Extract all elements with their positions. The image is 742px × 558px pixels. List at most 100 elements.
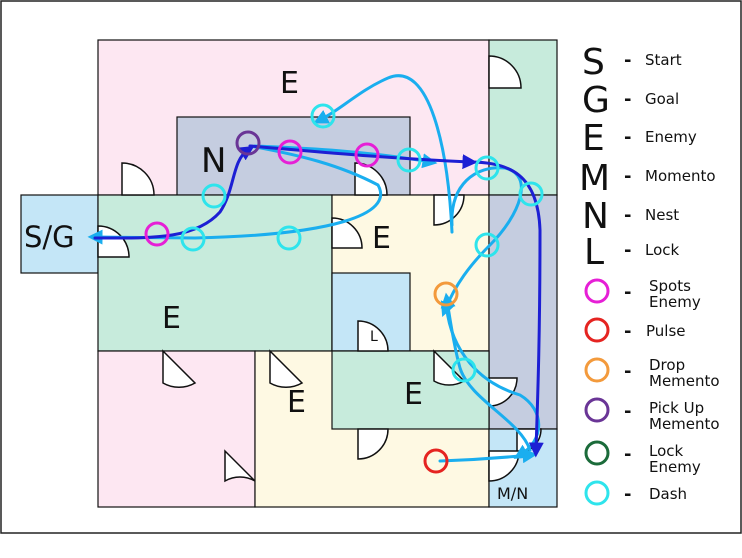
legend-label-start: Start	[645, 51, 682, 69]
marker-cyan-1	[310, 103, 336, 129]
legend-marker-purple	[584, 397, 610, 423]
door-6	[331, 217, 363, 249]
legend-label-enemy-2: Enemy	[649, 293, 701, 311]
legend-marker-magenta	[584, 278, 610, 304]
legend-dash-pulse: -	[624, 321, 631, 342]
marker-cyan-2	[201, 183, 227, 209]
legend-dash: - Dash	[584, 480, 687, 506]
legend-enemy: E - Enemy	[582, 118, 697, 159]
label-nest: N	[201, 141, 226, 181]
legend-label-dash: Dash	[649, 485, 687, 503]
marker-red-pulse	[423, 448, 449, 474]
label-enemy-mid: E	[372, 221, 391, 256]
legend: S - Start G - Goal E - Enemy M - Momento…	[579, 42, 720, 506]
legend-nest: N - Nest	[582, 196, 679, 237]
label-enemy-bottom-yellow: E	[287, 385, 306, 420]
legend-pick-up-memento: - Pick Up Memento	[584, 397, 720, 433]
legend-dash-n: -	[624, 205, 631, 226]
legend-dash-s: -	[624, 50, 631, 71]
rooms	[20, 39, 558, 508]
room-left-green	[97, 194, 333, 352]
marker-cyan-3	[180, 226, 206, 252]
marker-magenta-3	[144, 221, 170, 247]
legend-lock-enemy: - Lock Enemy	[584, 440, 701, 476]
marker-orange-drop	[433, 281, 459, 307]
label-momento-nest: M/N	[497, 484, 528, 503]
map-markers	[144, 103, 544, 474]
marker-purple-pickup	[235, 130, 261, 156]
legend-label-drop: Drop	[649, 356, 685, 374]
legend-dash-dash: -	[624, 484, 631, 505]
legend-label-spots: Spots	[649, 277, 691, 295]
marker-cyan-5	[396, 147, 422, 173]
label-enemy-bottom-green: E	[404, 377, 423, 412]
door-lock	[357, 320, 389, 352]
marker-cyan-8	[474, 232, 500, 258]
marker-cyan-4	[276, 225, 302, 251]
legend-symbol-l: L	[584, 232, 604, 273]
room-start-blue	[20, 194, 99, 274]
legend-label-drop-memento: Memento	[649, 372, 720, 390]
path-dark-main	[93, 146, 255, 240]
legend-dash-g: -	[624, 89, 631, 110]
door-4	[97, 225, 130, 258]
legend-label-momento: Momento	[645, 167, 716, 185]
legend-pulse: - Pulse	[584, 317, 686, 343]
legend-label-enemy: Enemy	[645, 128, 697, 146]
legend-symbol-s: S	[582, 42, 605, 83]
legend-marker-green	[584, 440, 610, 466]
legend-dash-l: -	[624, 240, 631, 261]
marker-magenta-2	[354, 142, 380, 168]
legend-momento: M - Momento	[579, 158, 716, 199]
marker-magenta-1	[277, 139, 303, 165]
label-start-goal: S/G	[24, 220, 75, 254]
path-light-arc-top	[313, 74, 454, 234]
legend-symbol-n: N	[582, 196, 609, 237]
legend-label-nest: Nest	[645, 206, 679, 224]
legend-dash-pickup: -	[624, 401, 631, 422]
legend-dash-drop: -	[624, 361, 631, 382]
marker-cyan-7	[518, 181, 544, 207]
legend-drop-memento: - Drop Memento	[584, 356, 720, 390]
door-7	[162, 349, 197, 389]
label-enemy-top: E	[280, 66, 299, 101]
door-5	[433, 194, 465, 226]
marker-cyan-9	[451, 357, 477, 383]
door-8	[269, 349, 304, 389]
legend-marker-red	[584, 317, 610, 343]
legend-label-pickup: Pick Up	[649, 399, 704, 417]
legend-marker-cyan	[584, 480, 610, 506]
legend-label-pulse: Pulse	[646, 322, 686, 340]
legend-label-lock-enemy: Enemy	[649, 458, 701, 476]
path-dark-east-down	[468, 160, 544, 458]
path-light-back-up	[440, 292, 532, 452]
label-lock: L	[370, 329, 378, 345]
legend-symbol-m: M	[579, 158, 610, 199]
marker-cyan-6	[474, 155, 500, 181]
path-dark-nest-east	[248, 144, 478, 170]
legend-symbol-e: E	[582, 118, 605, 159]
legend-dash-spots: -	[624, 282, 631, 303]
legend-symbol-g: G	[582, 80, 610, 121]
legend-goal: G - Goal	[582, 80, 679, 121]
door-11	[357, 428, 389, 460]
legend-label-lock-2: Lock	[649, 442, 684, 460]
label-enemy-left: E	[162, 301, 181, 336]
door-12	[224, 449, 256, 483]
legend-lock: L - Lock	[584, 232, 680, 273]
path-light-upper-loop	[87, 144, 383, 245]
legend-spots-enemy: - Spots Enemy	[584, 277, 701, 311]
legend-dash-lock-enemy: -	[624, 444, 631, 465]
legend-marker-orange	[584, 357, 610, 383]
legend-dash-e: -	[624, 127, 631, 148]
legend-dash-m: -	[624, 166, 631, 187]
legend-start: S - Start	[582, 42, 682, 83]
door-2	[121, 162, 155, 196]
room-labels: S/G N E E E E E L M/N	[24, 66, 528, 503]
room-bottom-green	[331, 350, 490, 430]
paths	[87, 74, 544, 464]
door-1	[488, 55, 522, 89]
legend-label-pickup-memento: Memento	[649, 415, 720, 433]
legend-label-goal: Goal	[645, 90, 679, 108]
